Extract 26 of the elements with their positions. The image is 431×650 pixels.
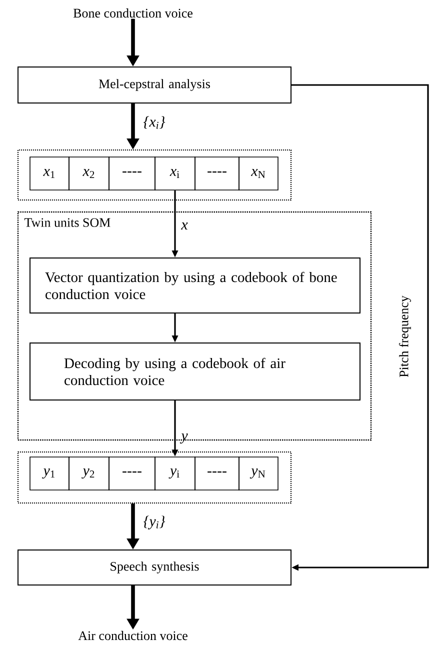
vector-cell: x$_{2}$ xyxy=(68,156,110,190)
vector-cell: ---- xyxy=(108,456,156,490)
arrow xyxy=(292,84,429,571)
vector-cell: x$_{1}$ xyxy=(30,156,70,190)
process-box: Vector quantization by using a codebook of bone conduction voice xyxy=(30,258,360,314)
edge-label: {x$_{i}$} xyxy=(143,116,166,129)
edge-label: Pitch frequency xyxy=(399,296,411,378)
edge-label: {y$_{i}$} xyxy=(143,516,166,530)
vector-cell: ---- xyxy=(108,156,156,190)
vector-cell: ---- xyxy=(194,156,240,190)
edge-label: x xyxy=(181,222,188,230)
vector-cell: y$_{1}$ xyxy=(30,456,70,490)
vector-cell: y$_{2}$ xyxy=(68,456,110,490)
edge-label: y xyxy=(180,433,188,444)
text-label: Air conduction voice xyxy=(78,630,188,640)
vector-cell: ---- xyxy=(194,456,240,490)
process-box: Decoding by using a codebook of air conduction voice xyxy=(30,342,360,400)
vector-frame xyxy=(18,452,292,504)
vector-cell: x$_{i}$ xyxy=(154,156,196,190)
vector-frame xyxy=(18,150,292,200)
vector-cell: y$_{N}$ xyxy=(238,456,278,490)
vector-cell: y$_{i}$ xyxy=(154,456,196,490)
text-label: Bone conduction voice xyxy=(73,8,192,18)
process-box: Speech synthesis xyxy=(18,550,292,586)
process-box: Mel-cepstral analysis xyxy=(18,66,292,104)
vector-cell: x$_{N}$ xyxy=(238,156,278,190)
